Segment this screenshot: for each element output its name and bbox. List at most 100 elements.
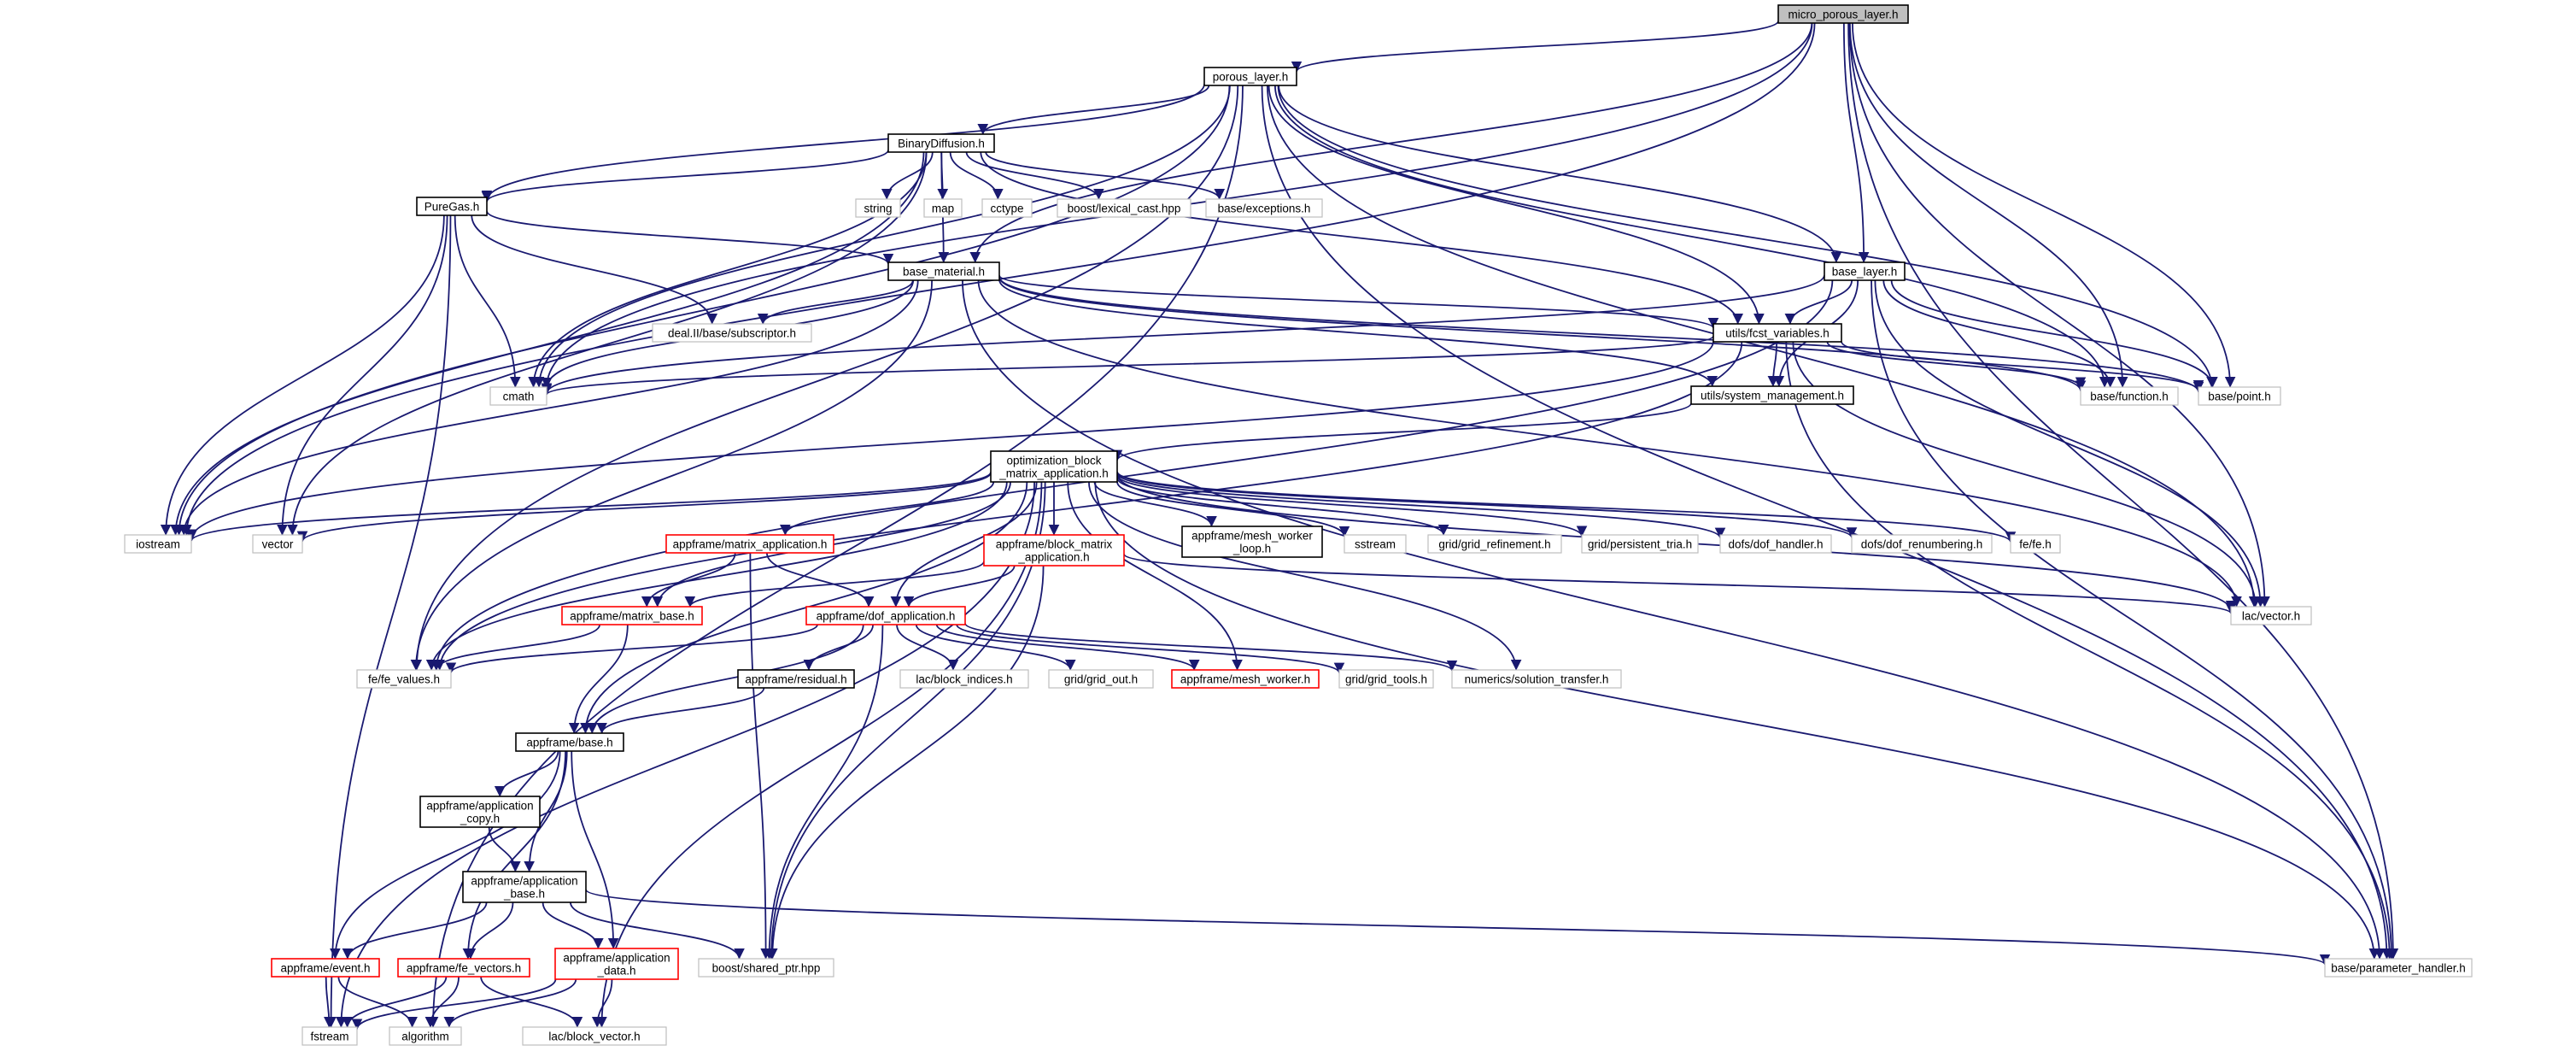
edge-porous-layer-h-to-algorithm bbox=[427, 85, 1244, 1028]
edge-base-layer-h-to-utils-fcst-variables-h bbox=[1784, 279, 1853, 325]
edge-porous-layer-h-to-base-parameter-handler-h bbox=[1261, 85, 2392, 960]
node-dofs-dof-renumbering-h: dofs/dof_renumbering.h bbox=[1851, 534, 1993, 554]
node-label: cmath bbox=[503, 391, 535, 403]
node-porous-layer-h[interactable]: porous_layer.h bbox=[1203, 67, 1297, 86]
node-grid-grid-refinement-h: grid/grid_refinement.h bbox=[1427, 534, 1562, 554]
node-appframe-event-h[interactable]: appframe/event.h bbox=[271, 958, 380, 978]
node-box bbox=[1824, 261, 1906, 281]
edge-optimization-block-matrix-application-h-to-vector bbox=[296, 472, 992, 543]
edge-base-material-h-to-utils-fcst-variables-h bbox=[998, 274, 1718, 329]
node-box bbox=[665, 534, 834, 554]
node-label: vector bbox=[262, 538, 294, 551]
node-label: base_material.h bbox=[903, 266, 985, 279]
node-appframe-application-copy-h[interactable]: appframe/application_copy.h bbox=[419, 796, 541, 828]
node-box bbox=[1777, 4, 1909, 24]
node-box bbox=[1712, 323, 1842, 343]
edge-micro-porous-layer-h-to-porous-layer-h bbox=[1291, 20, 1779, 73]
node-label: _copy.h bbox=[460, 813, 500, 825]
node-label: base_layer.h bbox=[1832, 266, 1898, 279]
node-box bbox=[1690, 385, 1854, 405]
node-label: appframe/matrix_base.h bbox=[570, 610, 694, 623]
node-layer: micro_porous_layer.h porous_layer.hBinary… bbox=[124, 4, 2473, 1046]
node-label: base/function.h bbox=[2090, 391, 2169, 403]
edge-optimization-block-matrix-application-h-to-dofs-dof-renumbering-h bbox=[1116, 472, 1858, 538]
edge-base-material-h-to-utils-system-management-h bbox=[998, 279, 1718, 387]
node-box bbox=[1057, 198, 1191, 218]
edge-appframe-dof-application-h-to-boost-shared-ptr-hpp bbox=[764, 624, 884, 960]
node-box bbox=[1451, 669, 1622, 689]
node-label: boost/shared_ptr.hpp bbox=[712, 962, 821, 975]
node-label: grid/persistent_tria.h bbox=[1588, 538, 1692, 551]
edge-appframe-dof-application-h-to-fe-fe-values-h bbox=[445, 624, 818, 673]
node-appframe-mesh-worker-loop-h[interactable]: appframe/mesh_worker_loop.h bbox=[1181, 526, 1323, 558]
node-label: appframe/base.h bbox=[526, 737, 612, 749]
edge-appframe-matrix-base-h-to-appframe-base-h bbox=[568, 624, 629, 734]
node-box bbox=[1581, 534, 1699, 554]
node-base-material-h[interactable]: base_material.h bbox=[887, 261, 1000, 281]
node-boost-lexical-cast-hpp: boost/lexical_cast.hpp bbox=[1057, 198, 1191, 218]
node-box bbox=[2010, 534, 2061, 554]
edge-porous-layer-h-to-utils-fcst-variables-h bbox=[1268, 85, 1765, 325]
node-box bbox=[489, 386, 547, 406]
node-base-layer-h[interactable]: base_layer.h bbox=[1824, 261, 1906, 281]
node-optimization-block-matrix-application-h[interactable]: optimization_block_matrix_application.h bbox=[990, 450, 1118, 483]
node-box bbox=[652, 323, 812, 343]
node-label: PureGas.h bbox=[424, 201, 480, 214]
node-box bbox=[2080, 386, 2179, 406]
node-box bbox=[124, 534, 192, 554]
edge-appframe-application-base-h-to-base-parameter-handler-h bbox=[585, 889, 2330, 966]
edge-base-layer-h-to-base-function-h bbox=[1882, 279, 2116, 388]
node-appframe-mesh-worker-h[interactable]: appframe/mesh_worker.h bbox=[1171, 669, 1320, 689]
node-box bbox=[522, 1026, 667, 1046]
node-grid-grid-tools-h: grid/grid_tools.h bbox=[1338, 669, 1434, 689]
node-micro-porous-layer-h[interactable]: micro_porous_layer.h bbox=[1777, 4, 1909, 24]
node-label: appframe/mesh_worker bbox=[1191, 530, 1313, 543]
node-box bbox=[1171, 669, 1320, 689]
node-dofs-dof-handler-h: dofs/dof_handler.h bbox=[1719, 534, 1832, 554]
node-PureGas-h[interactable]: PureGas.h bbox=[416, 197, 488, 216]
node-box bbox=[899, 669, 1029, 689]
edge-utils-fcst-variables-h-to-base-point-h bbox=[1841, 341, 2204, 391]
node-box bbox=[990, 450, 1118, 483]
edge-base-material-h-to-lac-vector-h bbox=[977, 279, 2242, 608]
edge-appframe-dof-application-h-to-appframe-mesh-worker-h bbox=[935, 624, 1200, 671]
node-appframe-application-base-h[interactable]: appframe/application_base.h bbox=[462, 871, 587, 903]
node-label: fe/fe_values.h bbox=[368, 673, 440, 686]
edge-appframe-matrix-base-h-to-fe-fe-values-h bbox=[430, 624, 601, 671]
node-appframe-matrix-base-h[interactable]: appframe/matrix_base.h bbox=[561, 606, 703, 625]
edge-porous-layer-h-to-PureGas-h bbox=[481, 84, 1205, 202]
edge-base-material-h-to-fe-fe-values-h bbox=[410, 279, 933, 671]
node-box bbox=[1851, 534, 1993, 554]
node-BinaryDiffusion-h[interactable]: BinaryDiffusion.h bbox=[887, 133, 995, 153]
edge-appframe-fe-vectors-h-to-algorithm bbox=[424, 976, 460, 1028]
node-appframe-dof-application-h[interactable]: appframe/dof_application.h bbox=[805, 606, 966, 625]
node-box bbox=[302, 1026, 358, 1046]
node-appframe-base-h[interactable]: appframe/base.h bbox=[515, 732, 624, 752]
edge-BinaryDiffusion-h-to-utils-fcst-variables-h bbox=[980, 151, 1743, 325]
edge-appframe-base-h-to-appframe-application-copy-h bbox=[494, 750, 559, 797]
node-box bbox=[1719, 534, 1832, 554]
node-appframe-residual-h[interactable]: appframe/residual.h bbox=[737, 669, 855, 689]
node-label: string bbox=[864, 203, 892, 215]
edge-micro-porous-layer-h-to-lac-vector-h bbox=[1848, 22, 2270, 608]
edge-appframe-application-base-h-to-appframe-fe-vectors-h bbox=[465, 901, 514, 960]
node-fe-fe-values-h: fe/fe_values.h bbox=[356, 669, 452, 689]
node-cctype: cctype bbox=[981, 198, 1033, 218]
node-box bbox=[887, 133, 995, 153]
edge-porous-layer-h-to-base-layer-h bbox=[1278, 85, 1842, 263]
edge-porous-layer-h-to-base-point-h bbox=[1277, 85, 2217, 388]
node-label: appframe/event.h bbox=[280, 962, 370, 975]
node-label: utils/fcst_variables.h bbox=[1725, 327, 1830, 340]
node-appframe-fe-vectors-h[interactable]: appframe/fe_vectors.h bbox=[397, 958, 530, 978]
node-utils-system-management-h[interactable]: utils/system_management.h bbox=[1690, 385, 1854, 405]
node-label: appframe/fe_vectors.h bbox=[407, 962, 521, 975]
node-box bbox=[855, 198, 901, 218]
node-appframe-application-data-h[interactable]: appframe/application_data.h bbox=[554, 948, 679, 980]
edge-PureGas-h-to-cmath bbox=[454, 214, 521, 388]
node-appframe-matrix-application-h[interactable]: appframe/matrix_application.h bbox=[665, 534, 834, 554]
edge-micro-porous-layer-h-to-base-function-h bbox=[1848, 22, 2128, 388]
edge-PureGas-h-to-fstream bbox=[325, 214, 452, 1028]
node-appframe-block-matrix-application-h[interactable]: appframe/block_matrix_application.h bbox=[983, 534, 1125, 567]
edge-base-material-h-to-base-function-h bbox=[998, 277, 2087, 392]
node-utils-fcst-variables-h[interactable]: utils/fcst_variables.h bbox=[1712, 323, 1842, 343]
